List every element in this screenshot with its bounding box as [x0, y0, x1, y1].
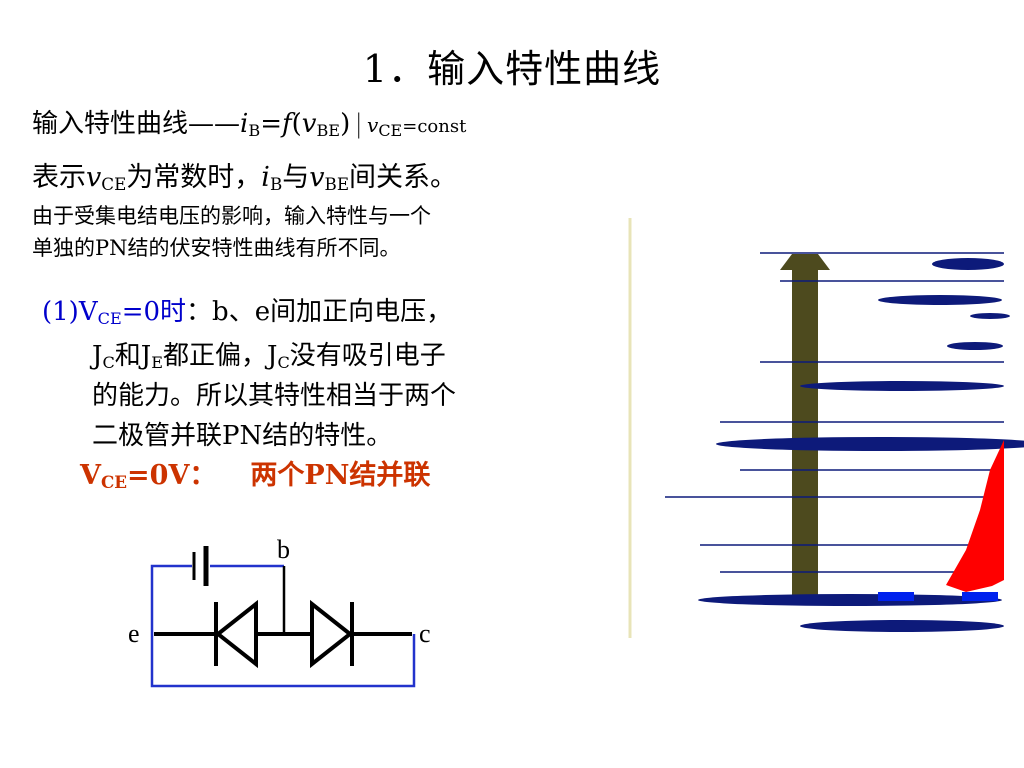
note-line-1: 由于受集电结电压的影响，输入特性与一个 — [32, 204, 431, 228]
case1-and: 和 — [114, 341, 141, 371]
diode-row — [154, 599, 412, 669]
vbe-subscript-desc: BE — [324, 174, 350, 195]
jc-symbol-2: J — [267, 341, 278, 371]
vbe-subscript: BE — [316, 121, 341, 141]
result-text: 两个PN结并联 — [250, 460, 431, 491]
case1-line-1: (1)VCE=0时：b、e间加正向电压， — [42, 290, 452, 334]
paren-open: ( — [291, 109, 302, 139]
indicator-bar-right — [962, 592, 998, 601]
label-c: c — [419, 619, 431, 648]
result-v-subscript: CE — [100, 472, 128, 493]
case1-v-symbol: V — [78, 297, 98, 327]
label-b: b — [277, 535, 290, 564]
vce-subscript: CE — [378, 121, 403, 140]
motion-streaks — [698, 258, 1024, 632]
jc-subscript-2: C — [277, 353, 290, 373]
je-symbol: J — [140, 341, 152, 371]
note-line-2: 单独的PN结的伏安特性曲线有所不同。 — [32, 236, 401, 260]
input-curve-shape — [946, 440, 1004, 592]
vce-symbol: v — [367, 113, 379, 137]
result-v-symbol: V — [80, 460, 101, 491]
slide-title: 1．输入特性曲线 — [362, 47, 662, 91]
outer-loop-wire — [150, 564, 416, 688]
description-text-3: 与 — [282, 162, 310, 193]
case1-line-4: 二极管并联PN结的特性。 — [92, 421, 393, 451]
description-line: 表示vCE为常数时，iB与vBE间关系。 — [32, 158, 457, 198]
case1-text-2: 都正偏， — [162, 341, 267, 371]
function-symbol: f — [281, 109, 292, 139]
arrow-head — [780, 254, 830, 270]
ib-symbol: i — [240, 109, 249, 139]
description-text-4: 间关系。 — [349, 162, 458, 193]
ib-subscript-desc: B — [269, 174, 283, 195]
vbe-symbol: v — [301, 109, 317, 139]
indicator-bar-left — [878, 592, 914, 601]
vce-subscript-desc: CE — [101, 174, 127, 195]
je-subscript: E — [151, 353, 163, 373]
case1-number: (1) — [42, 297, 79, 327]
paren-close: ) — [340, 109, 351, 139]
const-value: =const — [402, 116, 467, 137]
definition-prefix: 输入特性曲线—— — [32, 109, 241, 139]
arrow-up-icon — [780, 254, 830, 595]
circuit-wires — [150, 564, 416, 688]
case1-text-3: 没有吸引电子 — [289, 341, 446, 371]
case1-text-1: ：b、e间加正向电压， — [186, 297, 453, 327]
diode-right-triangle — [310, 599, 354, 669]
case1-v-subscript: CE — [97, 309, 122, 329]
label-e: e — [128, 619, 140, 648]
arrow-shaft — [792, 270, 818, 595]
battery-symbol — [192, 546, 209, 586]
result-value: =0V： — [127, 460, 217, 491]
indicator-bars — [878, 592, 998, 601]
vbe-symbol-desc: v — [309, 162, 325, 193]
case1-line-3: 的能力。所以其特性相当于两个 — [92, 381, 457, 411]
equals-sign: = — [260, 109, 282, 139]
vce-symbol-desc: v — [86, 162, 102, 193]
description-text-2: 为常数时， — [126, 162, 262, 193]
definition-line: 输入特性曲线——iB=f(vBE)|vCE=const — [32, 104, 466, 147]
ib-symbol-desc: i — [261, 162, 270, 193]
jc-subscript: C — [102, 353, 115, 373]
jc-symbol: J — [92, 341, 103, 371]
ib-subscript: B — [248, 121, 261, 141]
case1-line-2: JC和JE都正偏，JC没有吸引电子 — [92, 334, 446, 378]
result-line: VCE=0V： 两个PN结并联 — [80, 454, 430, 498]
description-text-1: 表示 — [32, 162, 86, 193]
condition-bar: | — [354, 109, 363, 139]
case1-value: =0时 — [121, 297, 187, 327]
